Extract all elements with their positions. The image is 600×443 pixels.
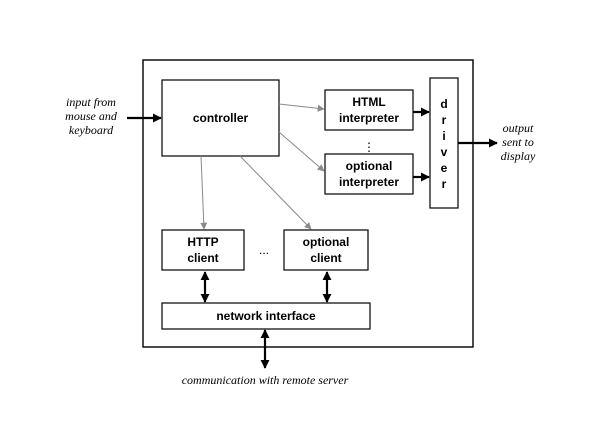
optional-client-label-line2: client [310, 251, 341, 265]
optional-interpreter-box: optional interpreter [324, 153, 414, 195]
output-label-line3: display [501, 149, 536, 163]
optional-interpreter-label-line2: interpreter [339, 175, 399, 189]
communication-label: communication with remote server [182, 373, 349, 387]
optional-client-box: optional client [283, 229, 369, 271]
interpreter-ellipsis: ⋮ [363, 140, 375, 154]
controller-label: controller [193, 111, 249, 125]
input-label: input from mouse and keyboard [65, 95, 118, 137]
arrow-controller-to-html-interpreter [278, 103, 325, 112]
optional-client-label-line1: optional [303, 235, 350, 249]
driver-letter: d [440, 97, 447, 111]
client-ellipsis: ... [259, 243, 269, 257]
input-label-line3: keyboard [69, 123, 114, 137]
driver-letter: v [441, 145, 448, 159]
http-client-box: HTTP client [161, 229, 245, 271]
network-interface-box: network interface [161, 302, 371, 330]
driver-letter: r [442, 113, 447, 127]
controller-box: controller [161, 79, 280, 157]
arrow-controller-to-optional-interpreter [278, 131, 325, 172]
input-label-line1: input from [66, 95, 116, 109]
arrow-controller-to-http-client [200, 155, 208, 230]
network-interface-label: network interface [216, 309, 316, 323]
driver-letter: e [441, 161, 448, 175]
html-interpreter-box: HTML interpreter [324, 89, 414, 131]
driver-letter: r [442, 177, 447, 191]
output-label: output sent to display [501, 121, 536, 163]
driver-box: d r i v e r [429, 77, 459, 209]
http-client-label-line1: HTTP [187, 235, 218, 249]
arrow-controller-to-optional-client [239, 155, 312, 230]
optional-interpreter-label-line1: optional [346, 159, 393, 173]
driver-letter: i [442, 129, 445, 143]
input-label-line2: mouse and [65, 109, 118, 123]
http-client-label-line2: client [187, 251, 218, 265]
html-interpreter-label-line2: interpreter [339, 111, 399, 125]
output-label-line2: sent to [502, 135, 534, 149]
html-interpreter-label-line1: HTML [352, 95, 385, 109]
output-label-line1: output [503, 121, 534, 135]
